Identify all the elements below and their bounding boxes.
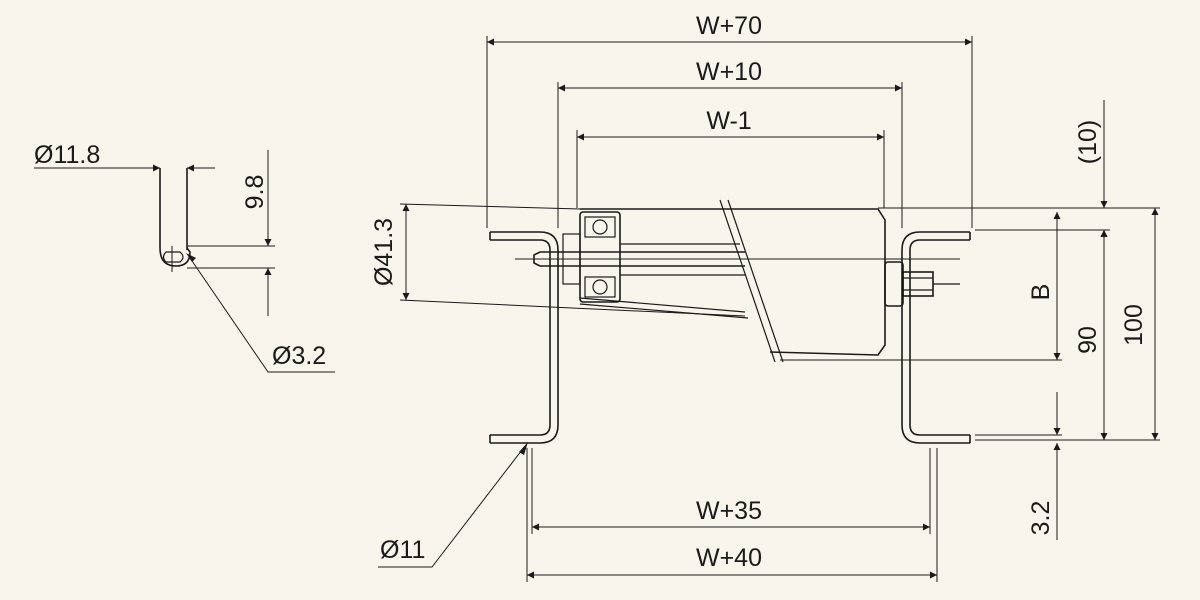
shaft-hole xyxy=(162,251,184,263)
shaft-collar xyxy=(562,233,581,285)
ext-dia-41-3-bottom xyxy=(399,299,746,317)
bearing-ball-bottom xyxy=(592,279,608,295)
dim-label-w-plus-40: W+40 xyxy=(696,544,762,572)
dim-label-dia-11-8: Ø11.8 xyxy=(34,141,100,169)
dim-label-10: (10) xyxy=(1074,120,1102,164)
leader-dia-11 xyxy=(378,445,526,568)
dim-label-w-plus-35: W+35 xyxy=(696,497,762,525)
dim-label-9-8: 9.8 xyxy=(241,175,269,210)
dim-label-dia-11: Ø11 xyxy=(380,536,425,564)
shaft-tip xyxy=(159,247,191,267)
dim-label-90: 90 xyxy=(1074,326,1102,354)
right-frame-outer xyxy=(901,231,970,444)
bearing-top xyxy=(584,216,616,238)
roller-cut-line-a xyxy=(719,199,776,363)
bearing-ball-top xyxy=(592,219,608,235)
bearing-housing xyxy=(579,211,621,303)
main-view: W+70 W+10 W-1 W+35 W+40 Ø41.3 Ø11 (10) B xyxy=(370,12,1160,582)
dim-label-100: 100 xyxy=(1120,304,1148,346)
right-end-cap xyxy=(884,261,904,307)
dim-label-b: B xyxy=(1027,284,1055,301)
roller-tube xyxy=(580,208,886,356)
roller-bottom-edge xyxy=(579,297,746,313)
shaft-end-detail: Ø11.8 9.8 Ø3.2 xyxy=(34,141,335,373)
bearing-bottom xyxy=(584,276,616,298)
leader-dia-3-2 xyxy=(189,257,335,373)
dim-label-dia-3-2: Ø3.2 xyxy=(272,342,326,370)
dim-label-w-plus-70: W+70 xyxy=(696,12,762,40)
leader-arrow-dia-3-2 xyxy=(186,253,196,262)
dim-label-w-minus-1: W-1 xyxy=(706,107,751,135)
leader-arrow-dia-11 xyxy=(519,442,528,455)
dim-label-dia-41-3: Ø41.3 xyxy=(370,218,398,286)
dim-label-3-2: 3.2 xyxy=(1027,501,1055,536)
right-frame-inner xyxy=(909,239,970,436)
left-frame-inner xyxy=(490,239,551,436)
roller-cut-line-b xyxy=(727,199,784,363)
right-shaft-stub xyxy=(902,271,934,297)
dim-label-w-plus-10: W+10 xyxy=(696,58,762,86)
ext-dia-41-3-top xyxy=(399,203,581,210)
left-frame-outer xyxy=(490,231,559,444)
